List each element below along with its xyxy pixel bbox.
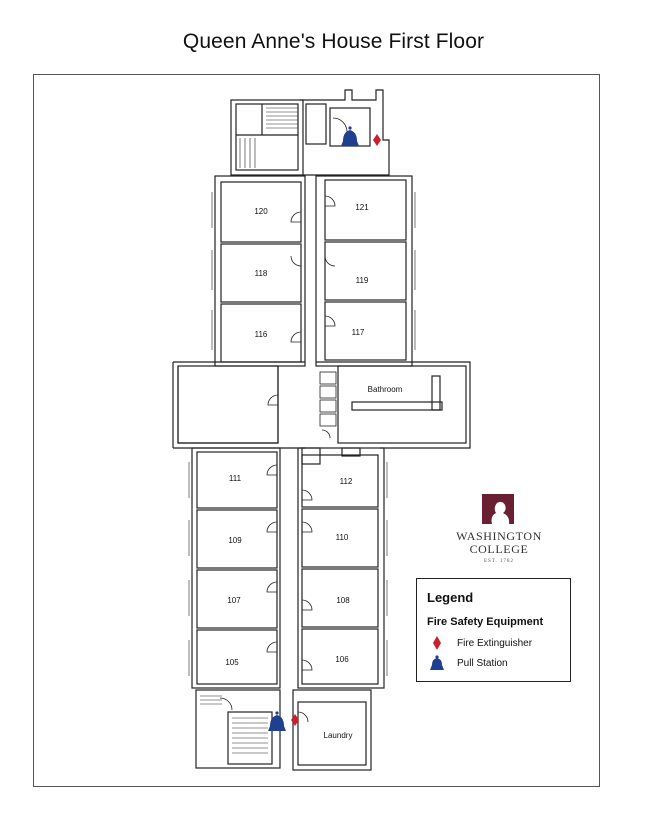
logo-established: EST. 1782 — [483, 559, 515, 564]
pull-station-north-icon — [341, 126, 359, 146]
north-stairwell — [230, 89, 390, 176]
bathroom-label: Bathroom — [368, 385, 403, 394]
laundry-label: Laundry — [324, 731, 353, 740]
legend-box: Legend Fire Safety Equipment Fire Exting… — [416, 578, 571, 682]
room-119-label: 119 — [356, 276, 369, 285]
room-117-label: 117 — [352, 328, 365, 337]
logo-wordmark: WASHINGTON COLLEGE — [440, 530, 558, 556]
fire-extinguisher-south-icon — [291, 714, 299, 726]
room-110-label: 110 — [336, 533, 349, 542]
room-107-label: 107 — [227, 596, 241, 605]
south-stairwell — [195, 689, 281, 769]
room-109-label: 109 — [228, 536, 242, 545]
logo-line-1: WASHINGTON — [456, 529, 542, 543]
legend-subtitle: Fire Safety Equipment — [427, 616, 544, 628]
south-wing-west-wall — [191, 447, 281, 689]
logo-line-2: COLLEGE — [469, 542, 529, 556]
washington-college-logo: WASHINGTON COLLEGE EST. 1782 — [440, 492, 560, 572]
legend-row-extinguisher: Fire Extinguisher — [429, 635, 532, 651]
legend-extinguisher-label: Fire Extinguisher — [457, 637, 533, 649]
room-106-label: 106 — [335, 655, 349, 664]
fire-extinguisher-icon — [433, 636, 441, 650]
center-wing-wall — [173, 361, 471, 449]
legend-title: Legend — [427, 590, 474, 605]
room-120-label: 120 — [254, 207, 268, 216]
pull-station-south-icon — [268, 711, 286, 731]
pull-station-icon — [430, 655, 444, 670]
room-111-label: 111 — [229, 474, 242, 483]
room-116-label: 116 — [255, 330, 268, 339]
room-118-label: 118 — [255, 269, 268, 278]
map-frame — [33, 74, 600, 787]
room-105-label: 105 — [225, 658, 239, 667]
room-112-label: 112 — [340, 477, 353, 486]
room-121-label: 121 — [355, 203, 369, 212]
room-108-label: 108 — [336, 596, 350, 605]
map-title: Queen Anne's House First Floor — [182, 30, 485, 53]
logo-emblem — [482, 494, 514, 524]
south-wing-east-wall — [297, 447, 385, 689]
legend-row-pull-station: Pull Station — [429, 655, 508, 671]
legend-pull-station-label: Pull Station — [457, 657, 508, 669]
laundry-wall — [292, 689, 372, 771]
fire-extinguisher-north-icon — [373, 134, 381, 146]
